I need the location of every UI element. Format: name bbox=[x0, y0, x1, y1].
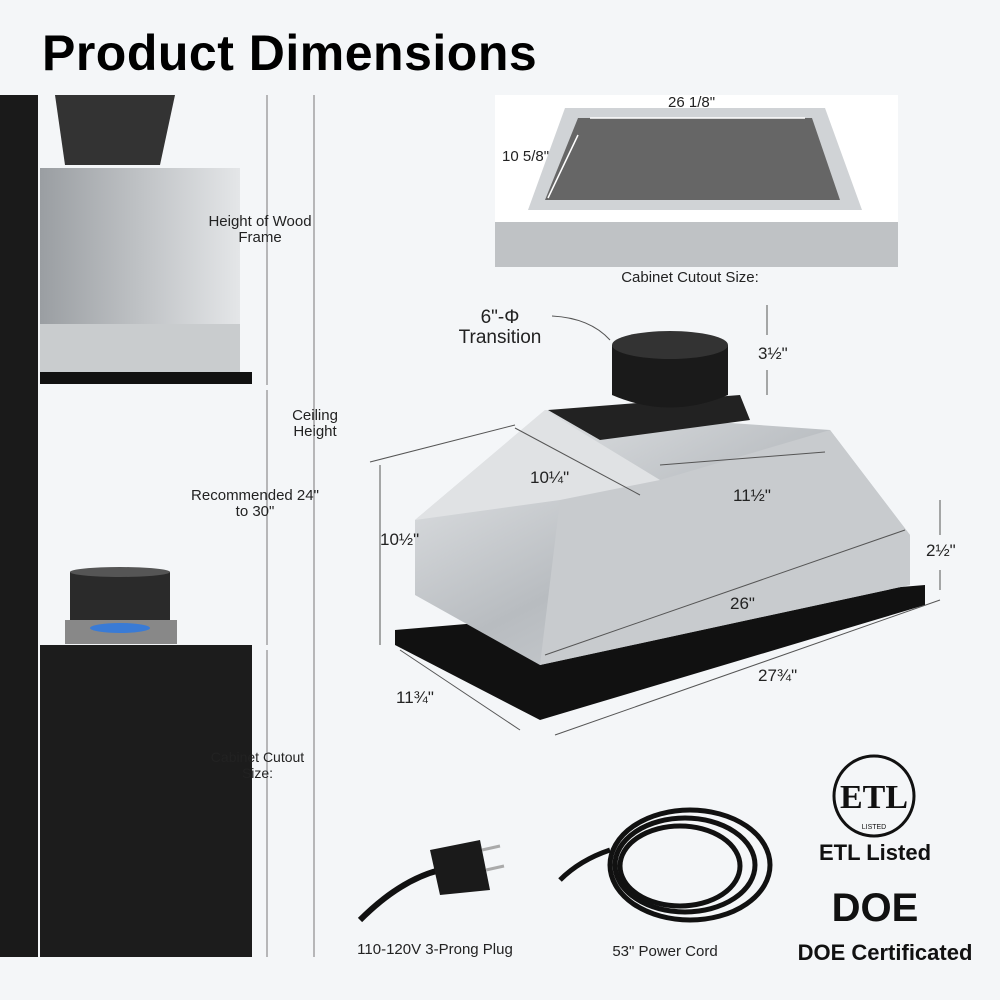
top-depth-label: 10¼" bbox=[530, 468, 570, 487]
hood-dimension-lines bbox=[369, 305, 941, 736]
transition-label: 6"-Φ Transition bbox=[458, 307, 542, 348]
cabinet-width-label: 26 1/8" bbox=[668, 94, 716, 111]
plug-cord-image bbox=[357, 807, 773, 923]
side-hood bbox=[40, 95, 252, 384]
flange-label: 2½" bbox=[926, 541, 956, 560]
hood-height-label: 10½" bbox=[380, 530, 420, 549]
etl-listed-label: ETL Listed bbox=[818, 840, 932, 865]
overall-depth-label: 11¾" bbox=[396, 688, 434, 707]
cabinet-top-view bbox=[495, 95, 898, 267]
transition-height-label: 3½" bbox=[758, 344, 788, 363]
svg-text:ETL: ETL bbox=[840, 779, 908, 816]
side-cabinet-cutout-label: Cabinet Cutout Size: bbox=[210, 749, 305, 781]
side-dimension-lines bbox=[266, 95, 315, 957]
cord-caption: 53" Power Cord bbox=[612, 943, 718, 960]
range-hood bbox=[395, 331, 925, 720]
wood-frame-label: Height of Wood Frame bbox=[208, 213, 312, 246]
page-title: Product Dimensions bbox=[42, 25, 538, 81]
recommended-height-label: Recommended 24" to 30" bbox=[191, 487, 319, 520]
wall bbox=[0, 95, 38, 957]
etl-logo: ETL LISTED bbox=[832, 754, 916, 838]
doe-certificated-label: DOE Certificated bbox=[797, 940, 973, 965]
body-width-label: 26" bbox=[730, 594, 755, 613]
cabinet-depth-label: 10 5/8" bbox=[502, 148, 550, 165]
cabinet-cutout-caption: Cabinet Cutout Size: bbox=[621, 269, 759, 286]
top-width-label: 11½" bbox=[733, 486, 771, 505]
plug-caption: 110-120V 3-Prong Plug bbox=[357, 941, 513, 958]
stove-cabinet bbox=[40, 567, 252, 957]
svg-text:LISTED: LISTED bbox=[862, 824, 887, 831]
doe-logo: DOE bbox=[831, 886, 919, 930]
overall-width-label: 27¾" bbox=[758, 666, 798, 685]
ceiling-height-label: Ceiling Height bbox=[292, 407, 338, 440]
